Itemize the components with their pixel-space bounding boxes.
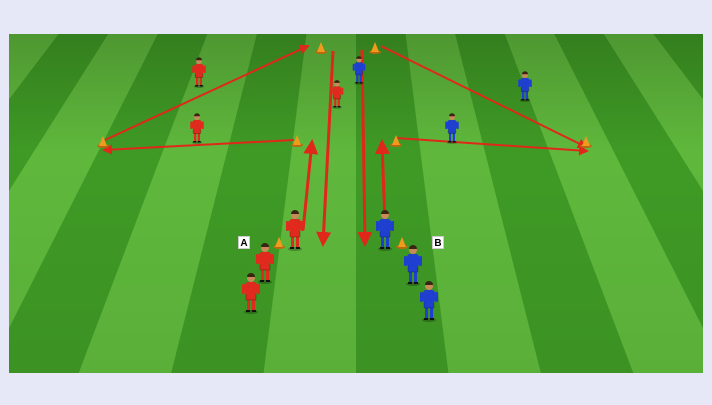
bottom-band (0, 373, 712, 405)
group-a-label: A (238, 236, 250, 249)
football-pitch (9, 34, 703, 373)
top-band (0, 0, 712, 34)
right-band (703, 34, 712, 373)
group-b-label: B (432, 236, 444, 249)
grass-shading (9, 34, 703, 373)
left-band (0, 34, 9, 373)
